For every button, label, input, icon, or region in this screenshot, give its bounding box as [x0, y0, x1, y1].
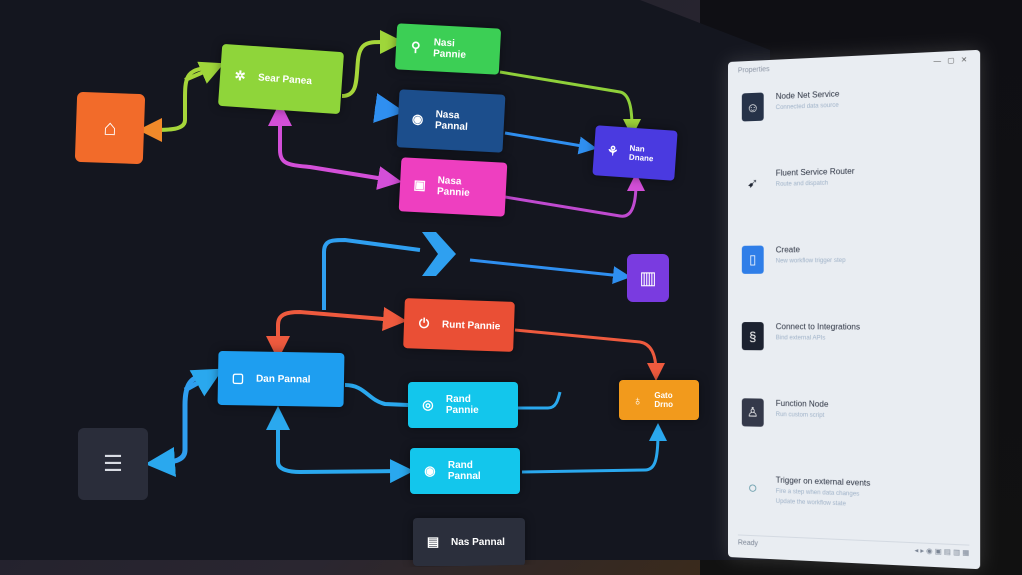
- user-icon: ⚲: [410, 39, 421, 55]
- item-subtitle: New workflow trigger step: [775, 257, 846, 265]
- columns-icon: ▥: [639, 267, 657, 288]
- node-cyan-2[interactable]: ◉ Rand Pannal: [410, 448, 520, 494]
- item-subtitle: Fire a step when data changes: [775, 488, 860, 498]
- connectors: [138, 29, 667, 484]
- gauge-icon: ◉: [411, 110, 424, 127]
- item-subtitle: Connected data source: [775, 102, 839, 112]
- chevron-right-icon: [418, 230, 458, 278]
- avatar-icon: ☺: [741, 92, 764, 122]
- node-label: Gato Drno: [654, 391, 674, 409]
- store-icon: ⌂: [102, 114, 118, 141]
- server-node[interactable]: ☰: [78, 428, 148, 500]
- shield-icon: ◎: [422, 397, 434, 412]
- phone-icon: ▯: [741, 245, 764, 274]
- node-red[interactable]: ⏻ Runt Pannie: [403, 298, 515, 352]
- node-blue[interactable]: ▢ Dan Pannal: [217, 350, 345, 408]
- node-label: Rand Pannal: [447, 460, 481, 482]
- item-title: Trigger on external events: [775, 475, 871, 488]
- item-subtitle: Route and dispatch: [775, 180, 829, 188]
- item-title: Function Node: [775, 398, 829, 409]
- window-controls[interactable]: — ▢ ✕: [933, 56, 970, 66]
- node-label: Nasi Pannie: [432, 37, 467, 61]
- node-label: Dan Pannal: [255, 373, 311, 386]
- node-label: Nasa Pannie: [436, 175, 471, 199]
- radio-icon: ○: [747, 479, 758, 498]
- node-indigo[interactable]: ⚘ Nan Dnane: [592, 125, 678, 181]
- node-lime[interactable]: ✲ Sear Panea: [217, 43, 345, 115]
- footer-toolbar[interactable]: ◂ ▸ ◉ ▣ ▤ ▥ ▦: [914, 547, 970, 558]
- drop-icon: ♁: [632, 392, 643, 408]
- node-label: Nan Dnane: [628, 143, 654, 164]
- node-label: Runt Pannie: [441, 318, 501, 332]
- node-orange[interactable]: ♁ Gato Drno: [619, 380, 699, 420]
- pointer-icon: ➹: [747, 175, 759, 191]
- item-subtitle: Run custom script: [775, 411, 825, 420]
- node-cyan-1[interactable]: ◎ Rand Pannie: [408, 382, 518, 428]
- item-title: Connect to Integrations: [775, 322, 861, 332]
- workflow-canvas[interactable]: ⌂ ✲ Sear Panea ⚲ Nasi Pannie ◉ Nasa Pann…: [0, 0, 770, 566]
- figure-icon: ♙: [741, 398, 764, 427]
- eye-icon: ◉: [424, 463, 436, 478]
- power-icon: ⏻: [418, 315, 430, 331]
- panel-title: Properties: [737, 65, 770, 75]
- square-icon: ▢: [231, 370, 245, 386]
- document-icon: ▣: [413, 176, 427, 193]
- server-icon: ☰: [103, 451, 123, 476]
- node-label: Rand Pannie: [445, 394, 479, 416]
- link-icon: §: [741, 322, 764, 351]
- star-icon: ✲: [234, 67, 247, 84]
- item-subtitle: Update the workflow state: [775, 498, 846, 508]
- columns-node[interactable]: ▥: [627, 254, 669, 302]
- item-title: Create: [775, 245, 800, 255]
- node-label: Nasa Pannal: [434, 109, 469, 133]
- node-label: Sear Panea: [257, 71, 313, 87]
- node-magenta[interactable]: ▣ Nasa Pannie: [398, 157, 508, 217]
- status-text: Ready: [737, 538, 758, 547]
- node-gray[interactable]: ▤ Nas Pannal: [413, 518, 525, 566]
- box-icon: ▤: [426, 534, 440, 549]
- item-title: Node Net Service: [775, 89, 840, 102]
- node-label: Nas Pannal: [451, 536, 505, 548]
- item-title: Fluent Service Router: [775, 166, 855, 178]
- network-icon: ⚘: [606, 143, 620, 159]
- node-navy[interactable]: ◉ Nasa Pannal: [396, 89, 506, 153]
- node-green[interactable]: ⚲ Nasi Pannie: [394, 23, 502, 75]
- store-node[interactable]: ⌂: [74, 91, 146, 165]
- item-subtitle: Bind external APIs: [775, 335, 826, 342]
